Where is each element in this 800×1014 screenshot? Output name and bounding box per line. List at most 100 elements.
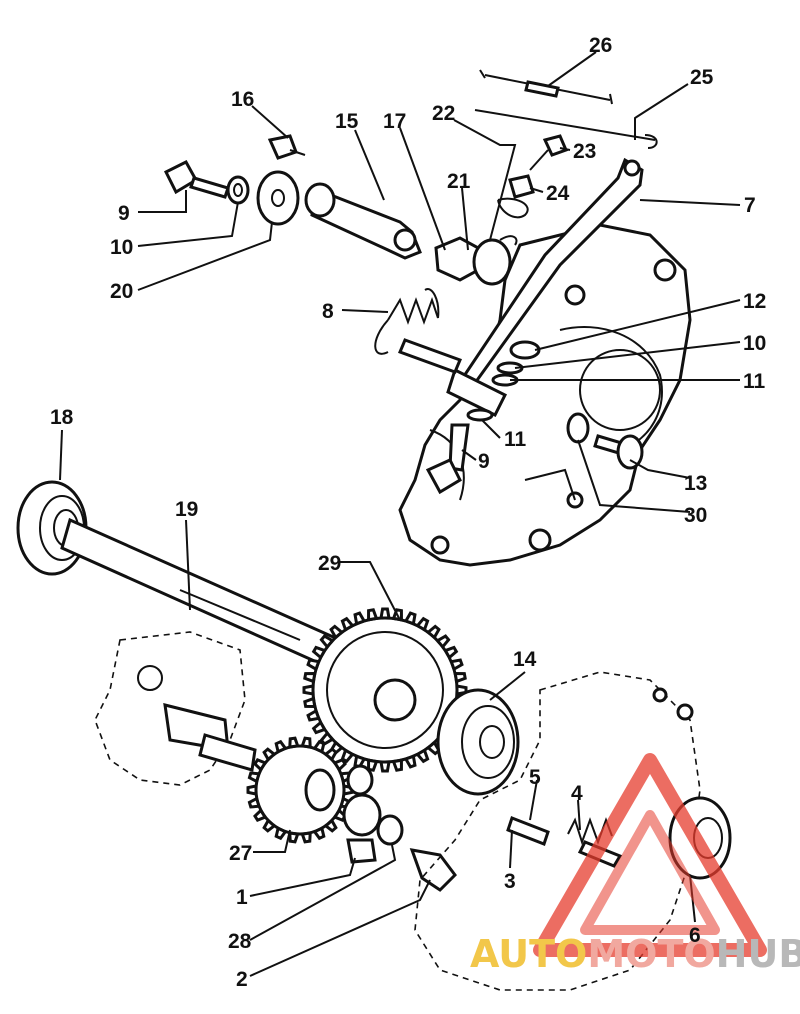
label-7: 7 [744,194,756,217]
label-10-lower: 10 [743,332,766,355]
gear-tooth [340,616,355,632]
part-25-rod [474,109,656,141]
label-21: 21 [447,170,471,193]
label-28: 28 [228,930,252,953]
gear-tooth [332,758,347,772]
gear-tooth [379,760,391,773]
label-27: 27 [229,842,252,865]
label-26: 26 [589,34,612,57]
label-9-upper: 9 [118,202,130,225]
label-17: 17 [383,110,406,133]
gear-tooth [403,754,417,769]
label-29: 29 [318,552,341,575]
gear-tooth [425,624,441,640]
gear-tooth [319,634,335,650]
part-5-pin [506,816,550,846]
gear-tooth [391,758,403,772]
gear-tooth [453,672,467,684]
label-6: 6 [689,924,701,947]
part-24-nut [508,174,535,199]
label-4: 4 [571,782,583,805]
gear-tooth [367,608,379,622]
gear-tooth [274,739,288,754]
label-10-upper: 10 [110,236,133,259]
svg-text:AUTOMOTOHUB: AUTOMOTOHUB [470,932,800,976]
watermark-triangle [533,753,767,957]
lower-left-housing [94,631,246,786]
part-4-spring [567,817,613,846]
label-16: 16 [231,88,254,111]
part-10-washer [226,175,250,205]
part-30-washer [566,412,590,444]
watermark-moto: MOTO [587,932,715,976]
label-14: 14 [513,648,537,671]
part-20-washer [256,170,300,226]
part-16-bolt [267,134,298,160]
gear-tooth [443,645,459,660]
upper-assembly [163,69,692,567]
leader-lines [59,51,741,977]
gear-tooth [311,645,327,660]
label-19: 19 [175,498,198,521]
label-30: 30 [684,504,707,527]
watermark-logo: AUTOMOTOHUB [470,753,800,976]
gear-tooth [435,634,451,650]
lower-assembly [16,480,732,991]
part-9-bolt-lower [448,423,470,472]
gear-tooth [247,771,261,784]
label-15: 15 [335,110,359,133]
gear-tooth [415,616,430,632]
label-8: 8 [322,300,334,323]
gear-tooth [353,611,367,626]
gear-tooth [300,736,312,749]
part-15-shaft [310,187,422,260]
gear-tooth [415,748,430,764]
gear-tooth [306,658,321,672]
gear-tooth [303,696,317,708]
label-5: 5 [529,766,541,789]
gear-tooth [403,611,417,626]
watermark-hub: HUB [716,932,800,976]
label-13: 13 [684,472,707,495]
watermark-auto: AUTO [470,932,587,976]
part-28-washer [376,814,404,846]
gear-tooth [288,736,300,749]
gear-tooth [449,658,464,672]
gear-tooth [329,624,345,640]
part-labels: 26 25 16 15 17 22 23 9 21 24 7 10 20 8 1… [50,34,766,991]
part-14-bearing [436,688,520,796]
part-21-collar [472,238,512,286]
gear-tooth [340,748,355,764]
label-20: 20 [110,280,133,303]
gear-tooth [323,747,338,762]
gear-tooth [367,758,379,772]
gear-tooth [253,758,268,772]
part-19-shaft [60,517,342,671]
lower-right-housing [414,671,701,991]
gear-tooth [312,739,326,754]
gear-tooth [253,808,268,822]
label-11-lower: 11 [504,428,527,451]
gear-tooth [379,607,391,620]
gear-tooth [300,831,312,844]
label-11-right: 11 [743,370,766,393]
gear-tooth [323,818,338,833]
part-22-clip [497,197,529,219]
part-23-bolt [542,134,569,157]
label-25: 25 [690,66,714,89]
gear-tooth [262,818,277,833]
part-27-gear [246,736,354,844]
part-29-gear [302,607,468,773]
label-9-lower: 9 [478,450,490,473]
label-2: 2 [236,968,248,991]
label-24: 24 [546,182,570,205]
gear-tooth [288,831,300,844]
gear-tooth [274,826,288,841]
label-12: 12 [743,290,766,313]
gear-tooth [306,708,321,722]
gear-tooth [311,720,327,735]
gear-tooth [262,747,277,762]
label-18: 18 [50,406,74,429]
gear-tooth [302,684,315,696]
